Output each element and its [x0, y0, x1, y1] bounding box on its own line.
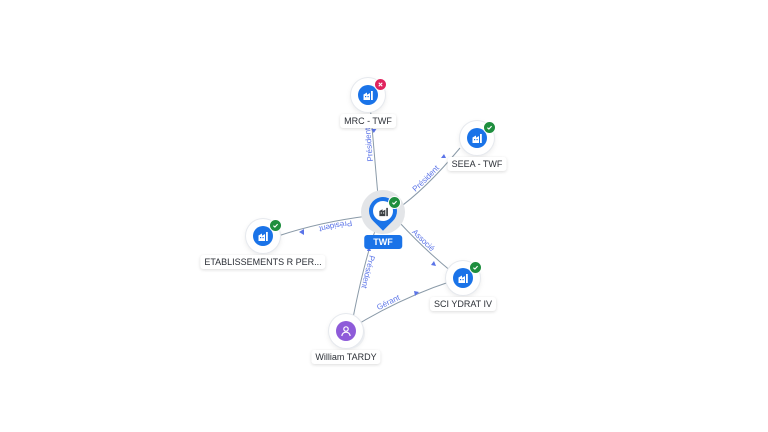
- node-label: MRC - TWF: [340, 114, 396, 128]
- edge-label-etab: Président: [318, 218, 353, 233]
- svg-text:Président: Président: [411, 163, 442, 194]
- node-label: William TARDY: [311, 350, 381, 364]
- person-icon: [336, 321, 356, 341]
- center-node-label: TWF: [364, 235, 402, 249]
- company-icon: [453, 268, 473, 288]
- svg-text:Gérant: Gérant: [375, 293, 402, 312]
- node-label: SEEA - TWF: [447, 157, 507, 171]
- active-status-icon: [469, 261, 482, 274]
- edge-label-mrc: Président: [363, 127, 375, 162]
- edge-arrow: [299, 229, 304, 235]
- company-icon: [358, 85, 378, 105]
- active-status-icon: [388, 196, 401, 209]
- company-icon: [467, 128, 487, 148]
- company-icon: [253, 226, 273, 246]
- edge-center-sci[interactable]: Associé: [398, 221, 453, 273]
- company-icon: [373, 201, 393, 221]
- svg-text:Associé: Associé: [410, 227, 437, 253]
- svg-text:Président: Président: [363, 127, 375, 162]
- node-label: ETABLISSEMENTS R PER...: [200, 255, 326, 269]
- svg-text:Président: Président: [318, 218, 353, 233]
- active-status-icon: [269, 219, 282, 232]
- edge-arrow: [371, 129, 377, 133]
- edge-center-etab[interactable]: Président: [277, 215, 369, 237]
- closed-status-icon: [374, 78, 387, 91]
- edge-label-sci: Associé: [410, 227, 437, 253]
- edge-center-mrc[interactable]: Président: [363, 103, 379, 197]
- edge-label-person: Président: [359, 254, 376, 290]
- edge-label-seea: Président: [411, 163, 442, 194]
- svg-text:Président: Président: [359, 254, 376, 290]
- edge-arrow: [414, 291, 419, 296]
- active-status-icon: [483, 121, 496, 134]
- edge-arrow: [431, 261, 436, 266]
- edge-arrow: [441, 154, 446, 158]
- node-label: SCI YDRAT IV: [429, 297, 497, 311]
- edge-label-person-sci: Gérant: [375, 293, 402, 312]
